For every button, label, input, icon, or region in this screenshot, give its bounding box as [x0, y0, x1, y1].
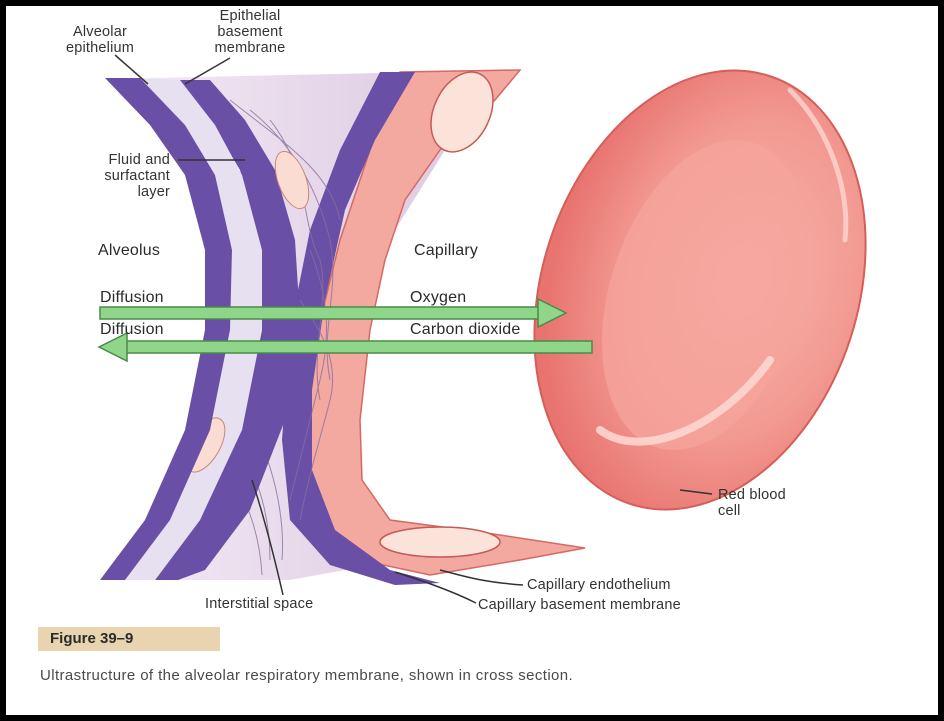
alveolus-label: Alveolus: [98, 243, 160, 259]
red-blood-cell-label: Red blood cell: [718, 487, 786, 519]
figure-tag: Figure 39–9: [38, 627, 220, 651]
capillary-basement-membrane-label: Capillary basement membrane: [478, 597, 681, 613]
alveolar-epithelium-label: Alveolar epithelium: [45, 24, 155, 56]
endothelial-nucleus-bottom: [380, 527, 500, 557]
capillary-label: Capillary: [414, 243, 478, 259]
epithelial-basement-membrane-label: Epithelial basement membrane: [185, 8, 315, 56]
diffusion-top-label: Diffusion: [100, 290, 164, 306]
capillary-endothelium-label: Capillary endothelium: [527, 577, 671, 593]
carbon-dioxide-label: Carbon dioxide: [410, 322, 520, 338]
interstitial-space-label: Interstitial space: [205, 596, 313, 612]
fluid-surfactant-layer-label: Fluid and surfactant layer: [30, 152, 170, 200]
diffusion-bottom-label: Diffusion: [100, 322, 164, 338]
figure-number: Figure 39–9: [50, 630, 133, 647]
figure-caption: Ultrastructure of the alveolar respirato…: [40, 667, 870, 684]
oxygen-label: Oxygen: [410, 290, 466, 306]
